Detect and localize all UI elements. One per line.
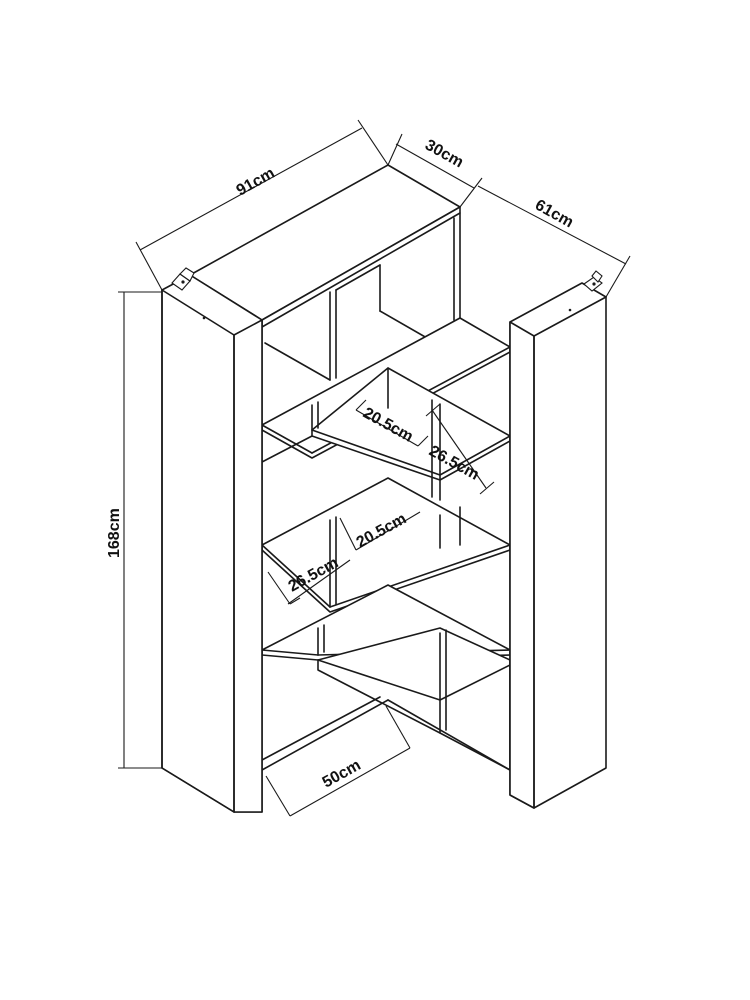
right-side-panel-front xyxy=(509,321,535,809)
left-side-panel-front xyxy=(233,319,263,813)
label-width-top: 91cm xyxy=(234,165,278,200)
wall-bracket-right xyxy=(583,270,603,292)
label-depth-top: 30cm xyxy=(422,137,466,172)
dimension-lines xyxy=(118,119,631,817)
top-board xyxy=(189,164,461,321)
label-height: 168cm xyxy=(106,508,123,558)
wall-bracket-left xyxy=(171,267,195,291)
bookshelf-drawing xyxy=(161,164,607,813)
